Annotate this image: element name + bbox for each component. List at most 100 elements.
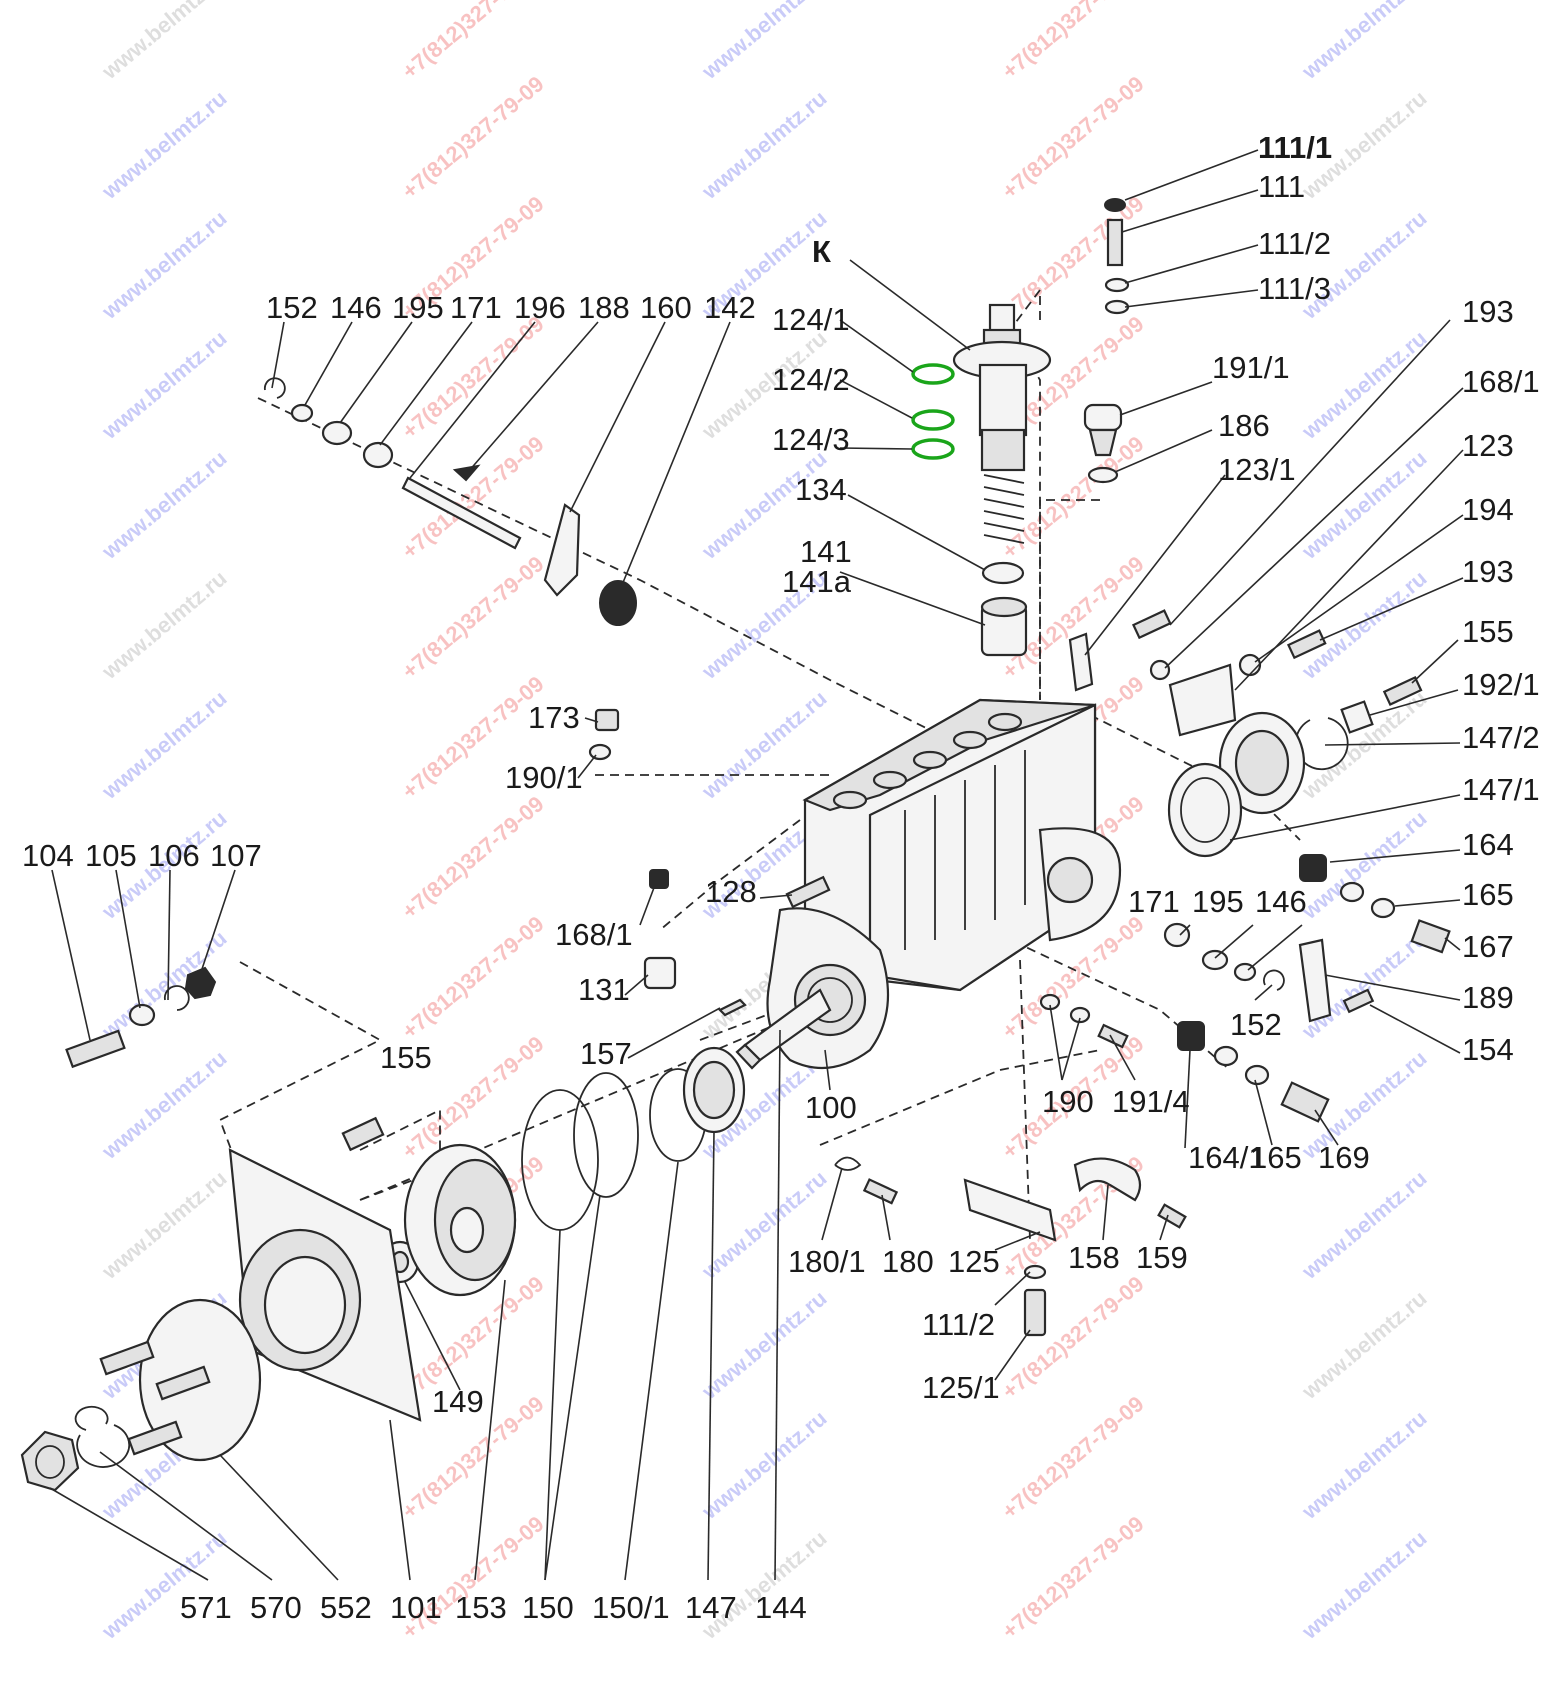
part-label-147-2: 147/2 [1462, 720, 1540, 755]
watermark-site: www.belmtz.ru [96, 565, 231, 684]
part-label-155a: 155 [1462, 614, 1514, 649]
part-label-147: 147 [685, 1590, 737, 1625]
part-label-171b: 171 [1128, 884, 1180, 919]
part-label-105: 105 [85, 838, 137, 873]
watermark-site: www.belmtz.ru [1296, 0, 1431, 84]
part-label-157: 157 [580, 1036, 632, 1071]
part-label-111: 111 [1258, 169, 1305, 204]
part-number-labels: 111/1111111/2111/3К124/1124/2124/3193191… [22, 130, 1540, 1625]
watermark-phone: +7(812)327-79-09 [997, 1391, 1148, 1524]
part-label-146b: 146 [1255, 884, 1307, 919]
part-label-142: 142 [704, 290, 756, 325]
part-label-570: 570 [250, 1590, 302, 1625]
part-label-128: 128 [705, 874, 757, 909]
watermark-phone: +7(812)327-79-09 [397, 551, 548, 684]
part-label-111-1: 111/1 [1258, 130, 1332, 165]
part-label-159: 159 [1136, 1240, 1188, 1275]
part-label-149: 149 [432, 1384, 484, 1419]
part-label-101: 101 [390, 1590, 442, 1625]
watermark-site: www.belmtz.ru [1296, 325, 1431, 444]
watermark-site: www.belmtz.ru [696, 1405, 831, 1524]
watermark-site: www.belmtz.ru [1296, 205, 1431, 324]
part-label-194: 194 [1462, 492, 1514, 527]
part-label-111-2: 111/2 [1258, 226, 1331, 261]
part-label-173: 173 [528, 700, 580, 735]
watermark-site: www.belmtz.ru [696, 1525, 831, 1644]
watermark-site: www.belmtz.ru [96, 685, 231, 804]
watermark-site: www.belmtz.ru [1296, 1285, 1431, 1404]
watermark-site: www.belmtz.ru [96, 85, 231, 204]
part-label-164-1: 164/1 [1188, 1140, 1266, 1175]
watermark-phone: +7(812)327-79-09 [397, 311, 548, 444]
watermark-site: www.belmtz.ru [696, 1285, 831, 1404]
part-label-146a: 146 [330, 290, 382, 325]
watermark-site: www.belmtz.ru [96, 445, 231, 564]
part-label-192-1: 192/1 [1462, 667, 1540, 702]
part-label-165a: 165 [1462, 877, 1514, 912]
watermark-site: www.belmtz.ru [96, 1045, 231, 1164]
part-label-141a: 141a [782, 564, 852, 599]
part-label-190: 190 [1042, 1084, 1094, 1119]
part-label-158: 158 [1068, 1240, 1120, 1275]
part-label-168-1b: 168/1 [555, 917, 633, 952]
watermark-site: www.belmtz.ru [696, 685, 831, 804]
watermark-phone: +7(812)327-79-09 [397, 71, 548, 204]
part-label-167: 167 [1462, 929, 1514, 964]
watermark-site: www.belmtz.ru [96, 325, 231, 444]
part-label-195b: 195 [1192, 884, 1244, 919]
part-label-152a: 152 [266, 290, 318, 325]
watermark-site: www.belmtz.ru [1296, 1405, 1431, 1524]
part-label-571: 571 [180, 1590, 232, 1625]
part-label-125: 125 [948, 1244, 1000, 1279]
part-label-189: 189 [1462, 980, 1514, 1015]
part-label-144: 144 [755, 1590, 807, 1625]
part-label-195a: 195 [392, 290, 444, 325]
part-label-124-2: 124/2 [772, 362, 850, 397]
part-label-104: 104 [22, 838, 74, 873]
part-label-106: 106 [148, 838, 200, 873]
part-label-168-1a: 168/1 [1462, 364, 1540, 399]
part-label-193b: 193 [1462, 554, 1514, 589]
part-label-147-1: 147/1 [1462, 772, 1540, 807]
part-label-193a: 193 [1462, 294, 1514, 329]
part-label-180-1: 180/1 [788, 1244, 866, 1279]
part-label-124-1: 124/1 [772, 302, 850, 337]
part-label-190-1: 190/1 [505, 760, 583, 795]
part-label-171a: 171 [450, 290, 502, 325]
part-label-196: 196 [514, 290, 566, 325]
pump-element-k [911, 303, 1052, 544]
watermark-site: www.belmtz.ru [96, 1165, 231, 1284]
part-label-152b: 152 [1230, 1007, 1282, 1042]
watermark-site: www.belmtz.ru [696, 0, 831, 84]
part-label-100: 100 [805, 1090, 857, 1125]
part-label-552: 552 [320, 1590, 372, 1625]
watermark-site: www.belmtz.ru [96, 0, 231, 84]
part-label-k: К [812, 234, 831, 269]
watermark-phone: +7(812)327-79-09 [997, 1271, 1148, 1404]
watermark-phone: +7(812)327-79-09 [397, 911, 548, 1044]
part-label-134: 134 [795, 472, 847, 507]
part-label-191-4: 191/4 [1112, 1084, 1190, 1119]
part-label-180: 180 [882, 1244, 934, 1279]
watermark-site: www.belmtz.ru [1296, 1525, 1431, 1644]
part-label-188: 188 [578, 290, 630, 325]
part-label-154: 154 [1462, 1032, 1514, 1067]
watermark-phone: +7(812)327-79-09 [997, 0, 1148, 84]
part-label-107: 107 [210, 838, 262, 873]
part-label-111-2b: 111/2 [922, 1307, 995, 1342]
part-label-160: 160 [640, 290, 692, 325]
part-label-141: 141 [800, 534, 852, 569]
watermark-phone: +7(812)327-79-09 [997, 1511, 1148, 1644]
watermark-site: www.belmtz.ru [1296, 1165, 1431, 1284]
watermark-site: www.belmtz.ru [96, 1525, 231, 1644]
pump-housing [735, 698, 1122, 1070]
part-label-123-1: 123/1 [1218, 452, 1296, 487]
part-label-124-3: 124/3 [772, 422, 850, 457]
part-label-164: 164 [1462, 827, 1514, 862]
part-label-155b: 155 [380, 1040, 432, 1075]
part-label-131: 131 [578, 972, 630, 1007]
leader-lines [49, 149, 1464, 1581]
watermark-phone: +7(812)327-79-09 [397, 0, 548, 84]
